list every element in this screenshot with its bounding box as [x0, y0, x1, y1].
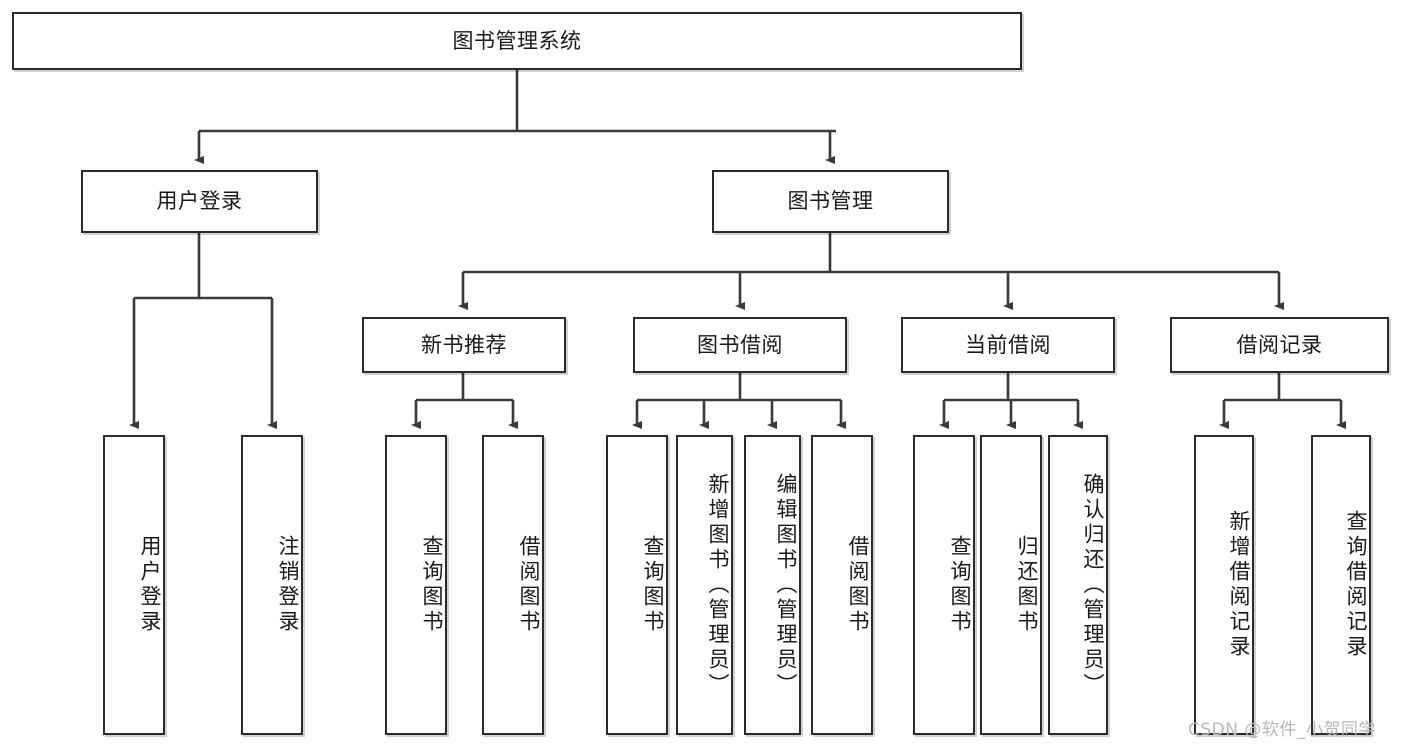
leaf-user-login-logout[interactable]: 注销登录	[241, 435, 303, 735]
leaf-book-borrow-add[interactable]: 新增图书（管理员）	[676, 435, 733, 735]
leaf-current-borrow-query[interactable]: 查询图书	[913, 435, 975, 735]
leaf-label: 查询图书	[948, 535, 972, 635]
node-root-label: 图书管理系统	[452, 28, 582, 53]
leaf-label: 用户登录	[138, 535, 162, 635]
leaf-label: 新增图书（管理员）	[706, 472, 730, 698]
leaf-label: 查询借阅记录	[1344, 510, 1368, 660]
node-user-login-label: 用户登录	[156, 189, 243, 214]
leaf-book-borrow-edit[interactable]: 编辑图书（管理员）	[744, 435, 801, 735]
leaf-current-borrow-confirm-return[interactable]: 确认归还（管理员）	[1048, 435, 1108, 735]
leaf-borrow-record-add[interactable]: 新增借阅记录	[1194, 435, 1254, 735]
node-borrow-record-label: 借阅记录	[1236, 332, 1323, 357]
leaf-label: 借阅图书	[517, 535, 541, 635]
leaf-borrow-record-query[interactable]: 查询借阅记录	[1311, 435, 1371, 735]
leaf-label: 借阅图书	[846, 535, 870, 635]
leaf-label: 确认归还（管理员）	[1081, 472, 1105, 698]
leaf-label: 归还图书	[1015, 535, 1039, 635]
node-book-borrow[interactable]: 图书借阅	[633, 317, 847, 373]
node-borrow-record[interactable]: 借阅记录	[1170, 317, 1389, 373]
leaf-book-borrow-query[interactable]: 查询图书	[606, 435, 668, 735]
node-user-login[interactable]: 用户登录	[81, 170, 318, 233]
leaf-label: 注销登录	[276, 535, 300, 635]
node-book-management[interactable]: 图书管理	[712, 170, 949, 233]
node-new-book-recommend-label: 新书推荐	[421, 332, 507, 357]
node-current-borrow[interactable]: 当前借阅	[901, 317, 1115, 373]
leaf-new-book-borrow[interactable]: 借阅图书	[482, 435, 544, 735]
leaf-book-borrow-borrow[interactable]: 借阅图书	[811, 435, 873, 735]
leaf-new-book-query[interactable]: 查询图书	[385, 435, 447, 735]
node-book-management-label: 图书管理	[787, 189, 874, 214]
node-current-borrow-label: 当前借阅	[965, 332, 1051, 357]
leaf-label: 查询图书	[420, 535, 444, 635]
leaf-label: 编辑图书（管理员）	[774, 472, 798, 698]
leaf-current-borrow-return[interactable]: 归还图书	[980, 435, 1042, 735]
leaf-label: 查询图书	[641, 535, 665, 635]
leaf-label: 新增借阅记录	[1227, 510, 1251, 660]
node-root[interactable]: 图书管理系统	[12, 12, 1022, 70]
leaf-user-login-login[interactable]: 用户登录	[103, 435, 165, 735]
csdn-watermark: CSDN @软件_小贺同学	[1188, 720, 1376, 740]
node-book-borrow-label: 图书借阅	[697, 332, 783, 357]
node-new-book-recommend[interactable]: 新书推荐	[362, 317, 566, 373]
